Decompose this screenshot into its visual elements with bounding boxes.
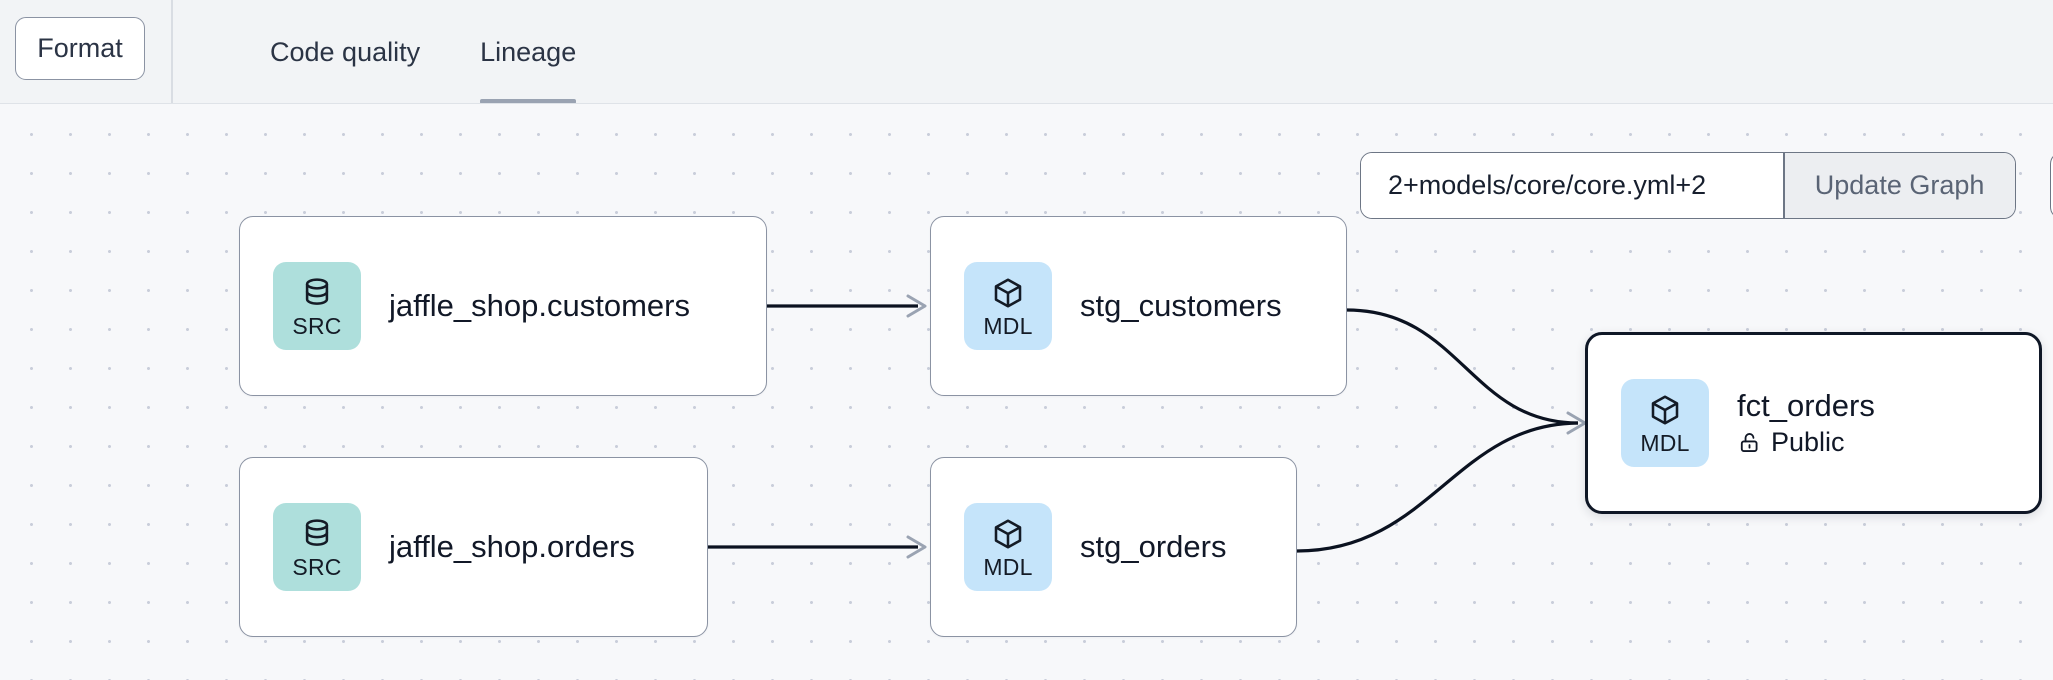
node-visibility-label: Public [1771, 427, 1845, 458]
edge-arrowhead-stg-customers [906, 294, 927, 318]
tab-lineage-label: Lineage [480, 36, 577, 67]
node-visibility: Public [1737, 427, 1875, 458]
lineage-canvas[interactable]: SRC jaffle_shop.customers SRC jaffle_sho… [0, 104, 2053, 680]
unlock-icon [1740, 433, 1758, 453]
model-badge-label: MDL [983, 553, 1033, 580]
tab-lineage[interactable]: Lineage [450, 0, 606, 104]
node-title: jaffle_shop.customers [389, 288, 690, 324]
cube-icon [1651, 395, 1679, 424]
tab-code-quality[interactable]: Code quality [240, 0, 450, 104]
editor-toolbar: Format Code quality Lineage [0, 0, 2053, 104]
edge-arrowhead-fct-orders [1566, 411, 1587, 435]
update-graph-button[interactable]: Update Graph [1784, 153, 2015, 218]
node-body: jaffle_shop.customers [389, 288, 690, 324]
node-title: stg_customers [1080, 288, 1282, 324]
format-button-zone: Format [0, 0, 171, 104]
node-title: fct_orders [1737, 387, 1875, 423]
selector-separator [1783, 153, 1785, 218]
model-badge: MDL [964, 262, 1052, 350]
model-badge-label: MDL [983, 312, 1033, 339]
source-badge: SRC [273, 262, 361, 350]
lineage-node-stg-customers[interactable]: MDL stg_customers [930, 216, 1347, 396]
model-badge: MDL [964, 503, 1052, 591]
node-title: stg_orders [1080, 529, 1227, 565]
node-title: jaffle_shop.orders [389, 529, 635, 565]
source-badge: SRC [273, 503, 361, 591]
edge-stg-orders-to-fct-orders [1296, 421, 1579, 553]
tab-code-quality-label: Code quality [270, 36, 421, 67]
toolbar-bottom-rule [0, 103, 2053, 105]
toolbar-vertical-divider [171, 0, 173, 104]
format-button[interactable]: Format [15, 17, 145, 80]
tab-lineage-underline [480, 99, 577, 104]
lineage-node-src-orders[interactable]: SRC jaffle_shop.orders [239, 457, 708, 637]
cube-icon [994, 278, 1022, 307]
model-badge-label: MDL [1640, 429, 1690, 456]
lineage-node-stg-orders[interactable]: MDL stg_orders [930, 457, 1297, 637]
edge-stg-customers-to-fct-orders [1346, 308, 1579, 425]
database-icon [305, 277, 329, 305]
edge-arrowhead-stg-orders [906, 535, 927, 559]
graph-options-button[interactable] [2049, 152, 2053, 219]
source-badge-label: SRC [292, 312, 342, 339]
node-body: stg_customers [1080, 288, 1282, 324]
lineage-node-fct-orders[interactable]: MDL fct_orders Public [1585, 332, 2042, 514]
node-selector-input[interactable] [1361, 153, 1783, 218]
model-badge: MDL [1621, 379, 1709, 467]
node-body: fct_orders Public [1737, 388, 1875, 459]
cube-icon [994, 519, 1022, 548]
node-body: stg_orders [1080, 529, 1226, 565]
node-selector-group: Update Graph [1360, 152, 2016, 219]
database-icon [305, 518, 329, 546]
graph-controls: Update Graph [1360, 152, 2053, 219]
source-badge-label: SRC [292, 553, 342, 580]
lineage-node-src-customers[interactable]: SRC jaffle_shop.customers [239, 216, 767, 396]
node-body: jaffle_shop.orders [389, 529, 635, 565]
tab-bar: Code quality Lineage [171, 0, 606, 104]
